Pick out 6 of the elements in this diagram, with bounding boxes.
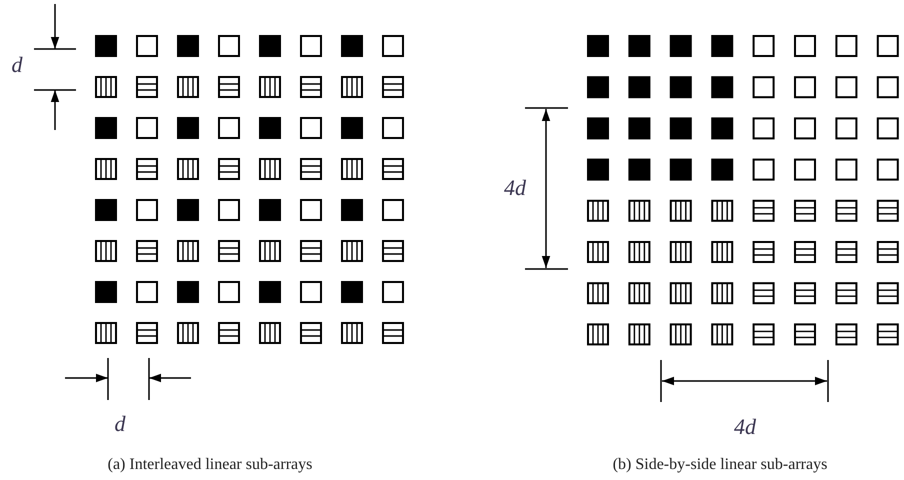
- caption: (b) Side-by-side linear sub-arrays: [612, 457, 828, 473]
- dimension-label: d: [114, 413, 126, 435]
- caption: (a) Interleaved linear sub-arrays: [108, 457, 312, 473]
- dimension-label: 4d: [504, 177, 526, 199]
- dimension-label: 4d: [734, 416, 756, 438]
- dimension-label: d: [12, 54, 22, 76]
